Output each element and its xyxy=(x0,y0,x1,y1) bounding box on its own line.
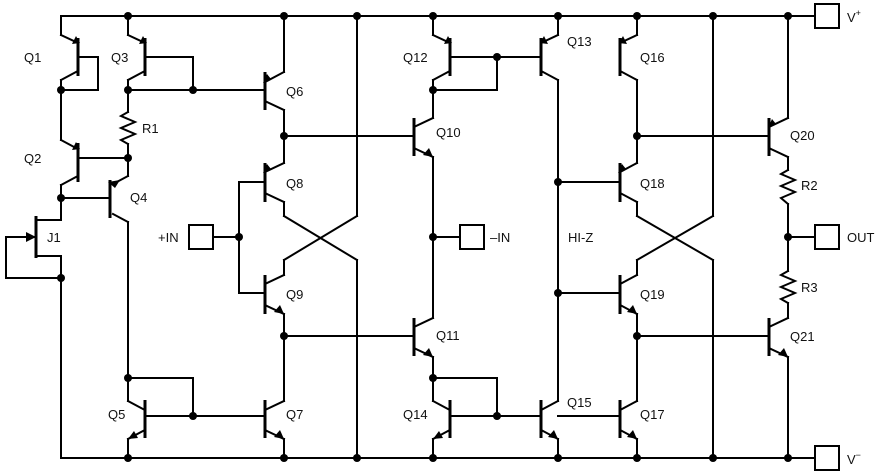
bias-chain xyxy=(5,15,266,459)
pin-pos-in xyxy=(188,224,214,250)
q10-label: Q10 xyxy=(436,125,461,140)
r1-label: R1 xyxy=(142,121,159,136)
q19-label: Q19 xyxy=(640,287,665,302)
pin-out xyxy=(814,224,840,250)
pin-vminus xyxy=(814,445,840,471)
pos-in-label: +IN xyxy=(158,230,179,245)
q1-label: Q1 xyxy=(24,50,41,65)
r3-label: R3 xyxy=(801,280,818,295)
q2-label: Q2 xyxy=(24,151,41,166)
q7-label: Q7 xyxy=(286,407,303,422)
q6-label: Q6 xyxy=(286,84,303,99)
q11-label: Q11 xyxy=(436,328,460,343)
q21-label: Q21 xyxy=(790,329,815,344)
q3-label: Q3 xyxy=(111,50,128,65)
pin-neg-in xyxy=(459,224,485,250)
out-label: OUT xyxy=(847,230,875,245)
q8-label: Q8 xyxy=(286,176,303,191)
junction-dots xyxy=(57,12,792,462)
lower-mirror-left xyxy=(126,377,286,459)
j1-label: J1 xyxy=(47,230,61,245)
hiz-label: HI-Z xyxy=(568,230,593,245)
vminus-label: V− xyxy=(847,450,861,467)
q15-label: Q15 xyxy=(567,395,592,410)
q13-label: Q13 xyxy=(567,34,592,49)
left-input-stage xyxy=(212,15,415,459)
q5-label: Q5 xyxy=(108,407,125,422)
emitter-arrows xyxy=(26,36,788,439)
q16-label: Q16 xyxy=(640,50,665,65)
q17-label: Q17 xyxy=(640,407,665,422)
q12-label: Q12 xyxy=(403,50,428,65)
pin-vplus xyxy=(814,3,840,29)
q20-label: Q20 xyxy=(790,128,815,143)
r2-label: R2 xyxy=(801,178,818,193)
upper-mirror-right xyxy=(431,15,621,402)
neg-in-label: –IN xyxy=(490,230,510,245)
q14-label: Q14 xyxy=(403,407,428,422)
q9-label: Q9 xyxy=(286,287,303,302)
vplus-label: V+ xyxy=(847,8,861,25)
q4-label: Q4 xyxy=(130,190,147,205)
q18-label: Q18 xyxy=(640,176,665,191)
